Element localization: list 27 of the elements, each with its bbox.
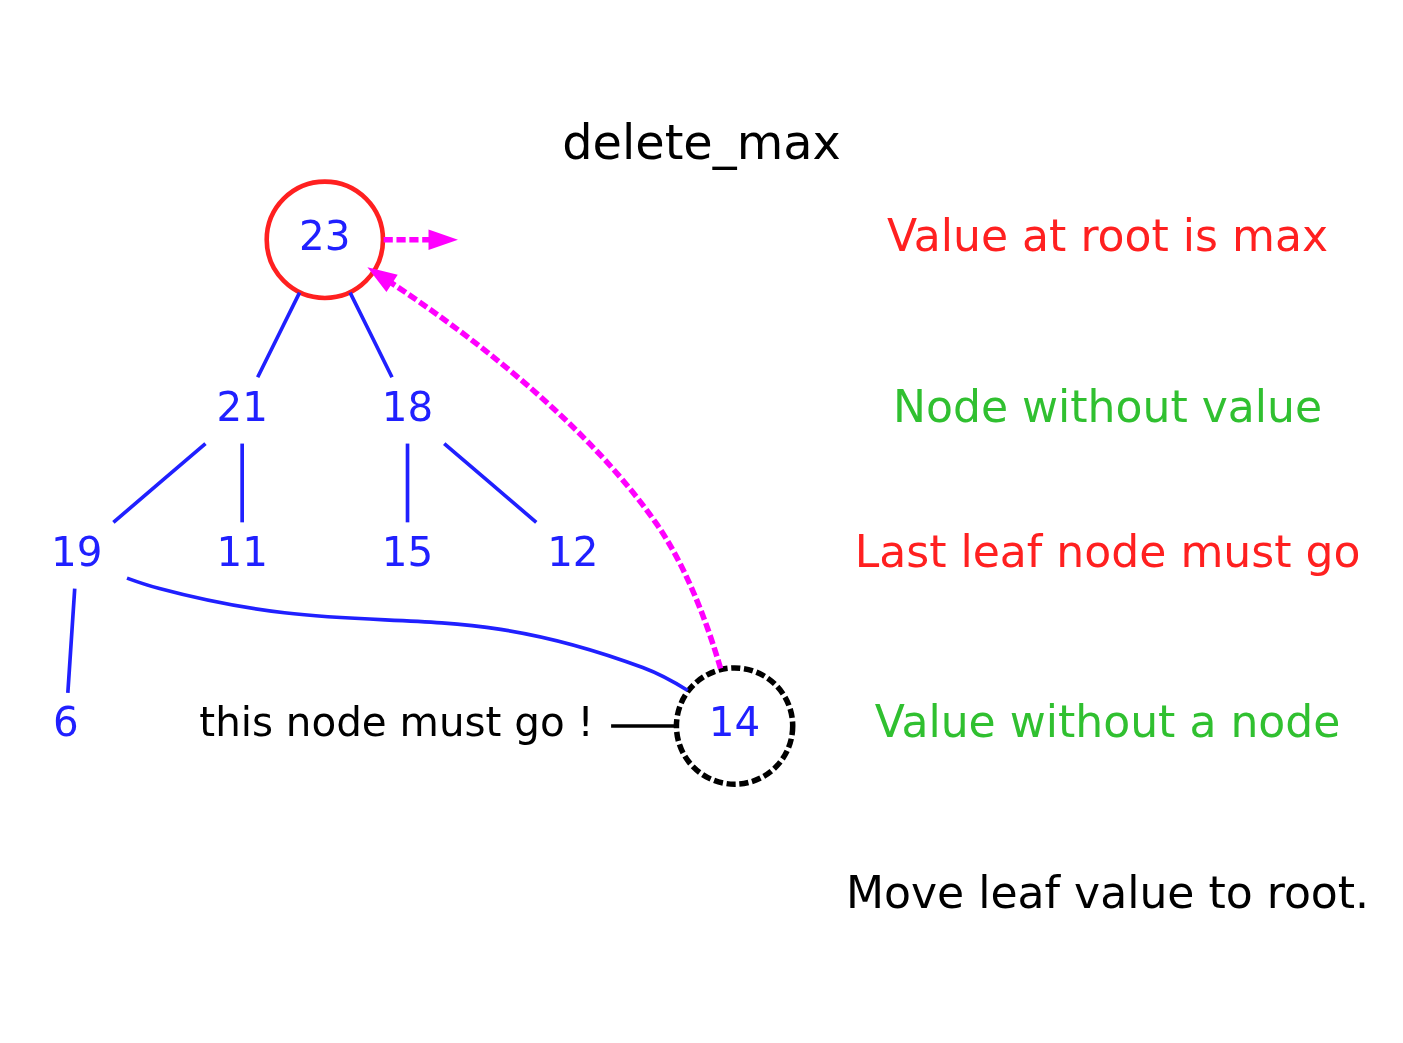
label: Last leaf node must go bbox=[854, 525, 1361, 577]
connector bbox=[66, 588, 77, 694]
node-text: 6 bbox=[52, 698, 79, 747]
node-text: 12 bbox=[547, 527, 599, 576]
connector bbox=[112, 442, 207, 524]
connector bbox=[126, 576, 689, 693]
node-text: this node must go ! bbox=[199, 698, 594, 747]
connector bbox=[256, 291, 302, 379]
arrow bbox=[367, 267, 724, 670]
connector bbox=[240, 443, 244, 523]
label: Move leaf value to root. bbox=[845, 866, 1370, 918]
label: Value at root is max bbox=[887, 210, 1329, 262]
node-text: 11 bbox=[216, 527, 268, 576]
connector bbox=[443, 442, 538, 524]
node-text: 18 bbox=[381, 382, 434, 431]
node-text: 19 bbox=[51, 527, 103, 576]
node-text: 15 bbox=[381, 527, 434, 576]
node-circle: 23 bbox=[264, 179, 386, 301]
connector bbox=[405, 443, 410, 523]
label: Value without a node bbox=[874, 696, 1341, 748]
connector bbox=[611, 724, 676, 728]
arrow bbox=[383, 229, 458, 251]
node-text: 21 bbox=[216, 382, 268, 431]
node-circle: 14 bbox=[673, 665, 796, 787]
diagram-title: delete_max bbox=[562, 114, 841, 170]
label: Node without value bbox=[892, 380, 1323, 432]
connector bbox=[348, 291, 394, 379]
